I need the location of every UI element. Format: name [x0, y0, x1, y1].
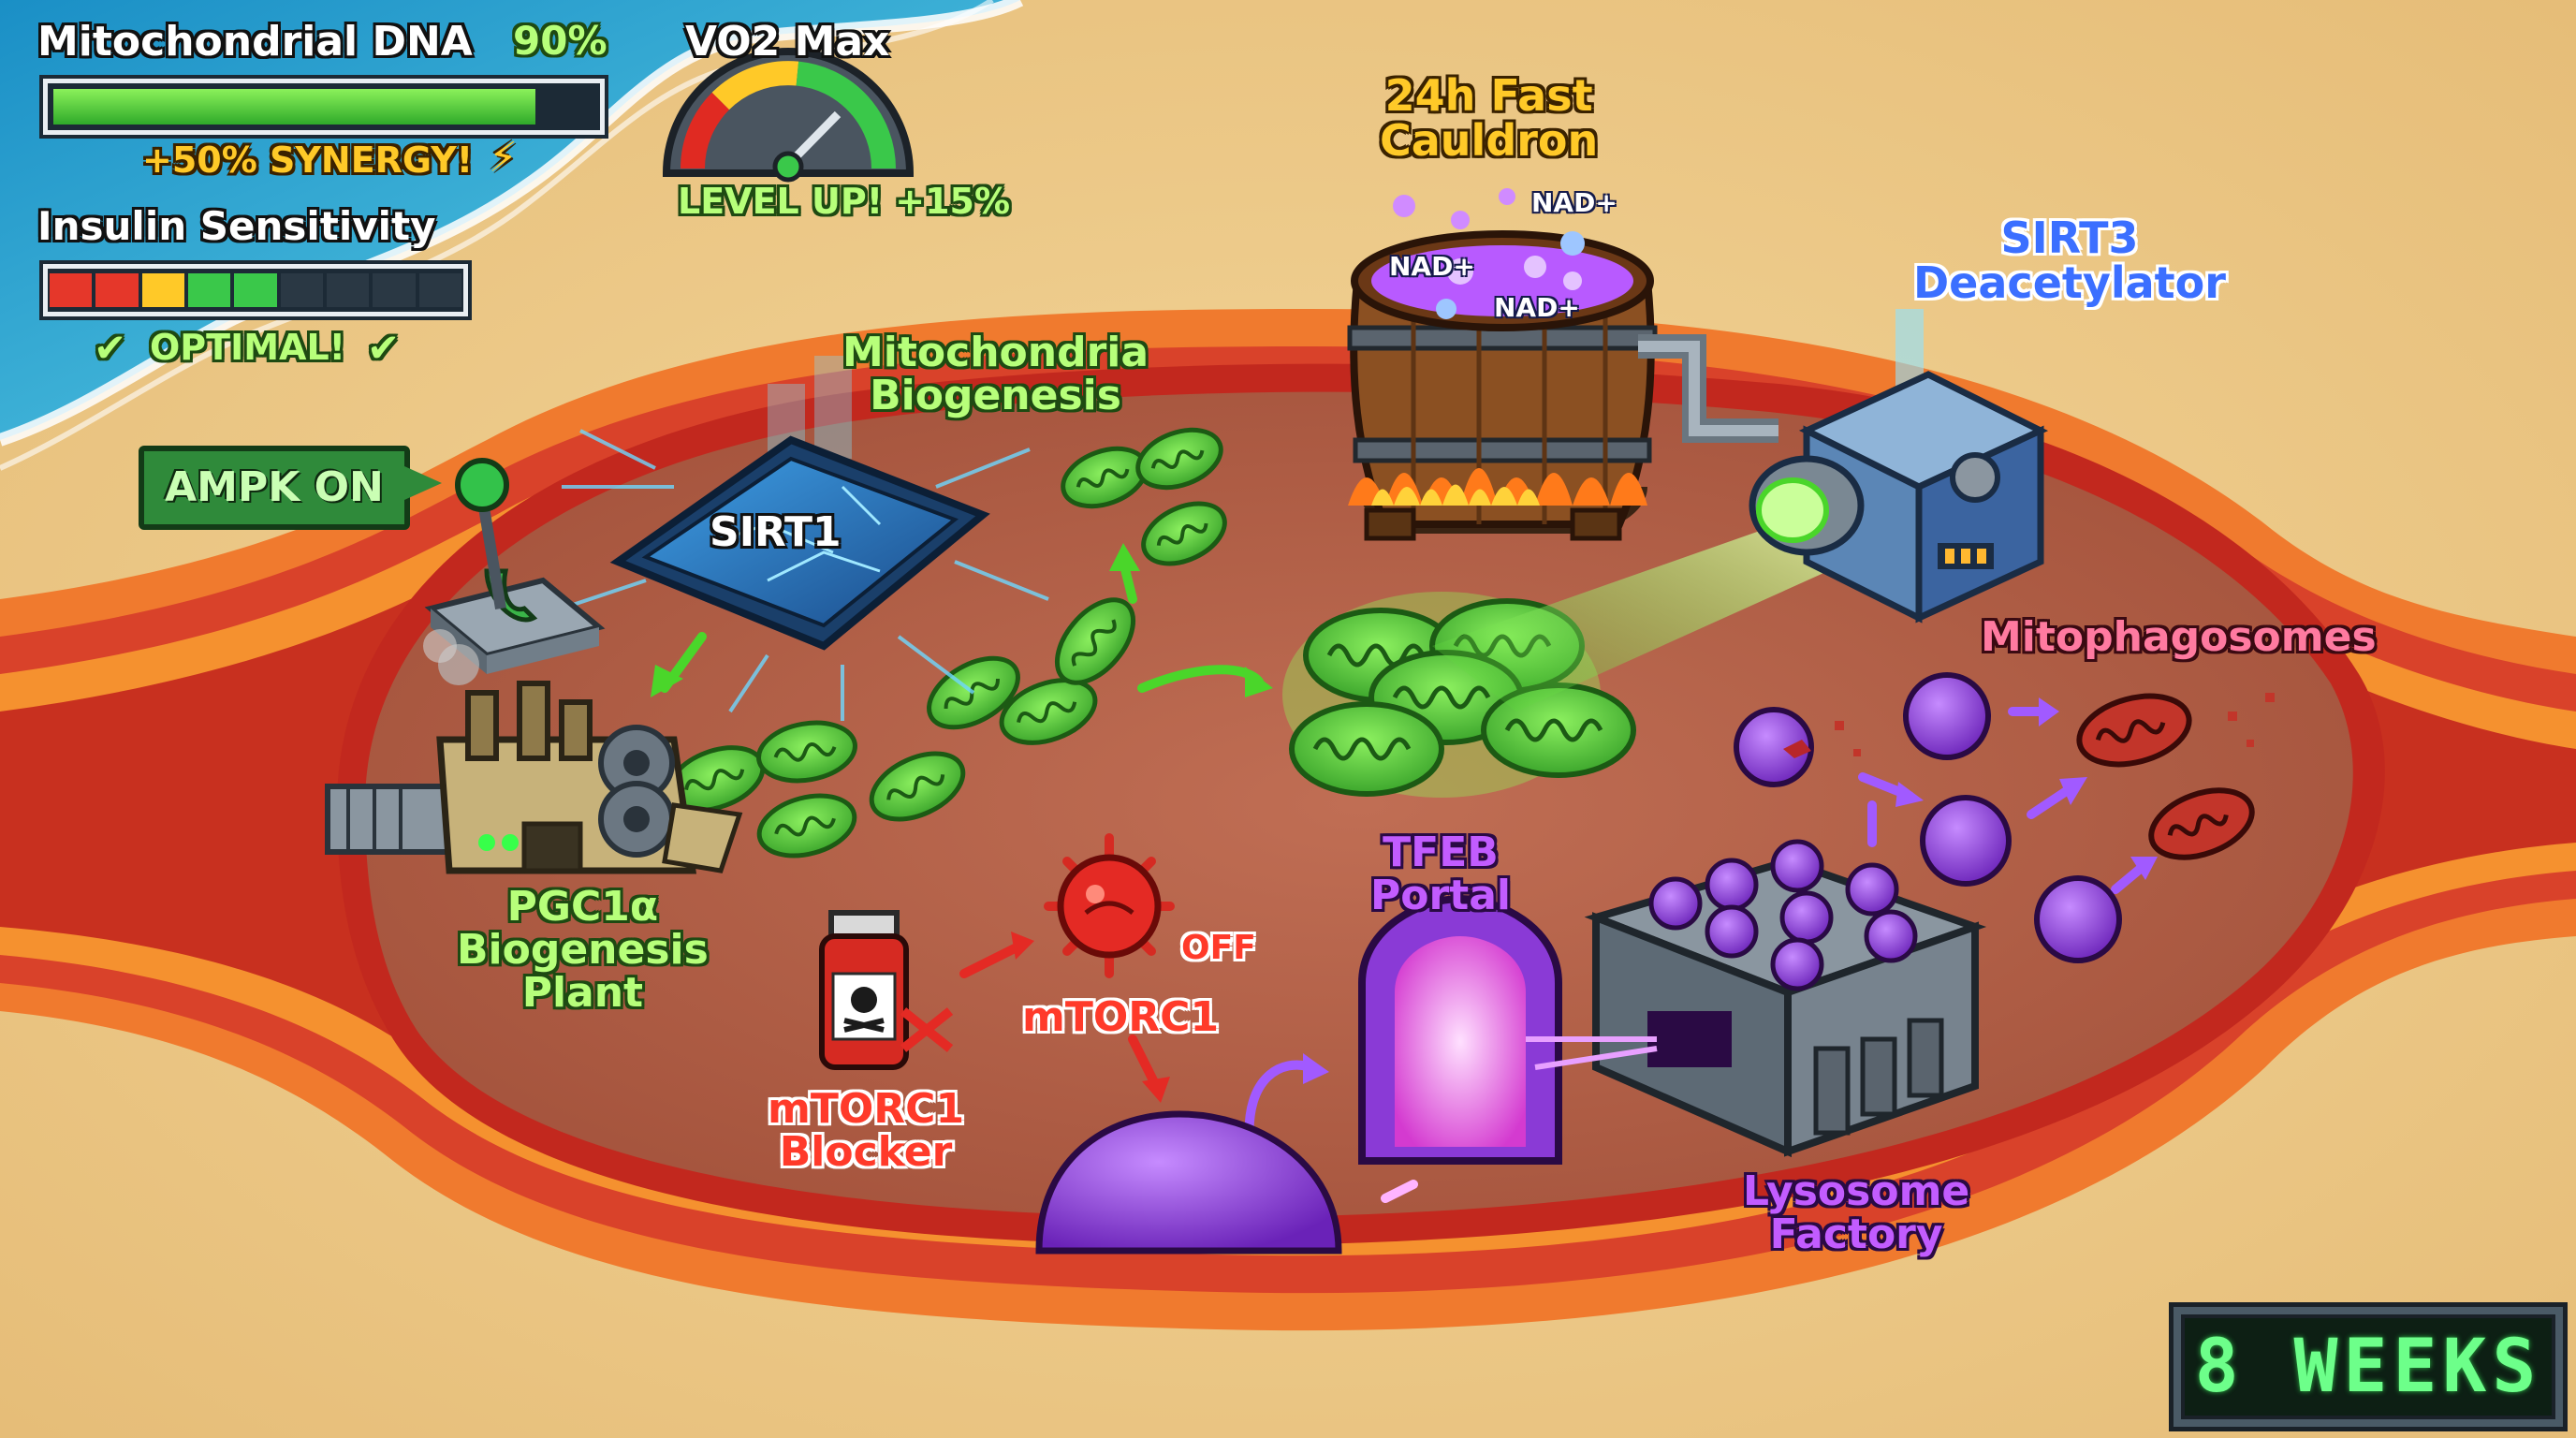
- insulin-seg-7: [326, 273, 370, 307]
- mtorc1-blocker-bottle: [819, 910, 954, 1070]
- pgc1a-label: PGC1α Biogenesis Plant: [457, 883, 709, 1018]
- check-icon-left: ✔: [94, 325, 127, 371]
- sirt3-beam: [1432, 506, 1849, 712]
- insulin-seg-8: [373, 273, 416, 307]
- insulin-seg-4: [187, 273, 231, 307]
- insulin-seg-5: [234, 273, 277, 307]
- mito-dna-label: Mitochondrial DNA: [37, 18, 473, 66]
- mito-biogenesis-label: Mitochondria Biogenesis: [842, 329, 1149, 420]
- sirt1-chip: [561, 356, 1049, 721]
- insulin-seg-1: [50, 273, 93, 307]
- pgc1a-line2: Biogenesis: [457, 926, 709, 975]
- ampk-lever[interactable]: [424, 458, 606, 674]
- mito-biogenesis-line1: Mitochondria: [842, 329, 1149, 376]
- mtorc1-blocker-label: mTORC1 Blocker: [768, 1085, 965, 1177]
- sirt3-line1: SIRT3: [2000, 213, 2139, 263]
- vo2-bonus: LEVEL UP! +15%: [678, 181, 1011, 222]
- insulin-label: Insulin Sensitivity: [37, 203, 436, 249]
- mtorc1: [1044, 833, 1175, 978]
- sirt1-label: SIRT1: [710, 508, 842, 556]
- insulin-seg-3: [141, 273, 184, 307]
- insulin-seg-2: [95, 273, 139, 307]
- mtorc1-label: mTORC1: [1022, 993, 1220, 1041]
- mtorc1-blocker-line2: Blocker: [779, 1128, 953, 1177]
- nad-tag-2: NAD+: [1389, 251, 1475, 282]
- tfeb-line2: Portal: [1370, 872, 1511, 920]
- sirt3-line2: Deacetylator: [1913, 257, 2226, 309]
- sirt3-deacetylator: [1749, 309, 2049, 624]
- tfeb-portal-label: TFEB Portal: [1370, 829, 1511, 920]
- mito-dna-bar: [43, 79, 605, 135]
- check-icon-right: ✔: [367, 325, 401, 371]
- mitophagosomes-label: Mitophagosomes: [1981, 613, 2377, 661]
- sirt3-label: SIRT3 Deacetylator: [1913, 215, 2226, 306]
- nad-tag-3: NAD+: [1494, 292, 1580, 323]
- vo2-gauge: [662, 48, 915, 183]
- pgc1a-line3: Plant: [521, 969, 644, 1018]
- mitochondria-cluster: [666, 427, 1227, 858]
- cauldron-line1: 24h Fast: [1384, 70, 1593, 121]
- mtorc1-off-label: OFF: [1181, 929, 1256, 967]
- lysosome-line1: Lysosome: [1743, 1167, 1970, 1215]
- lysosome-factory-label: Lysosome Factory: [1743, 1167, 1970, 1259]
- lysosome-line2: Factory: [1769, 1211, 1943, 1259]
- mitophagosomes: [1734, 672, 2275, 963]
- ampk-arrow-icon: [404, 466, 442, 500]
- insulin-bar: [43, 264, 468, 316]
- pathway-arrows: [651, 543, 2158, 1203]
- cauldron-label: 24h Fast Cauldron: [1380, 73, 1598, 164]
- tfeb-line1: TFEB: [1383, 829, 1499, 876]
- tfeb-portal: [1358, 894, 1562, 1165]
- lysosome-factory: [1526, 839, 1987, 1158]
- mito-dna-value: 90%: [513, 18, 607, 64]
- mito-dna-bar-fill: [53, 89, 536, 125]
- pgc1a-line1: PGC1α: [506, 883, 659, 931]
- vo2-label: VO2 Max: [685, 18, 890, 66]
- nucleus: [1035, 1110, 1342, 1255]
- duration-display: 8 WEEKS: [2174, 1307, 2563, 1427]
- insulin-seg-6: [280, 273, 323, 307]
- ampk-switch[interactable]: AMPK ON: [139, 446, 410, 530]
- insulin-status: OPTIMAL!: [150, 327, 345, 368]
- pgc1a-plant: [325, 629, 743, 874]
- synergy-bonus: +50% SYNERGY!: [142, 139, 474, 181]
- mito-biogenesis-line2: Biogenesis: [870, 372, 1121, 420]
- nad-tag-1: NAD+: [1531, 187, 1617, 218]
- mtorc1-blocker-line1: mTORC1: [768, 1085, 965, 1133]
- insulin-seg-9: [418, 273, 461, 307]
- lightning-icon: ⚡: [489, 134, 518, 182]
- cauldron-line2: Cauldron: [1380, 115, 1599, 167]
